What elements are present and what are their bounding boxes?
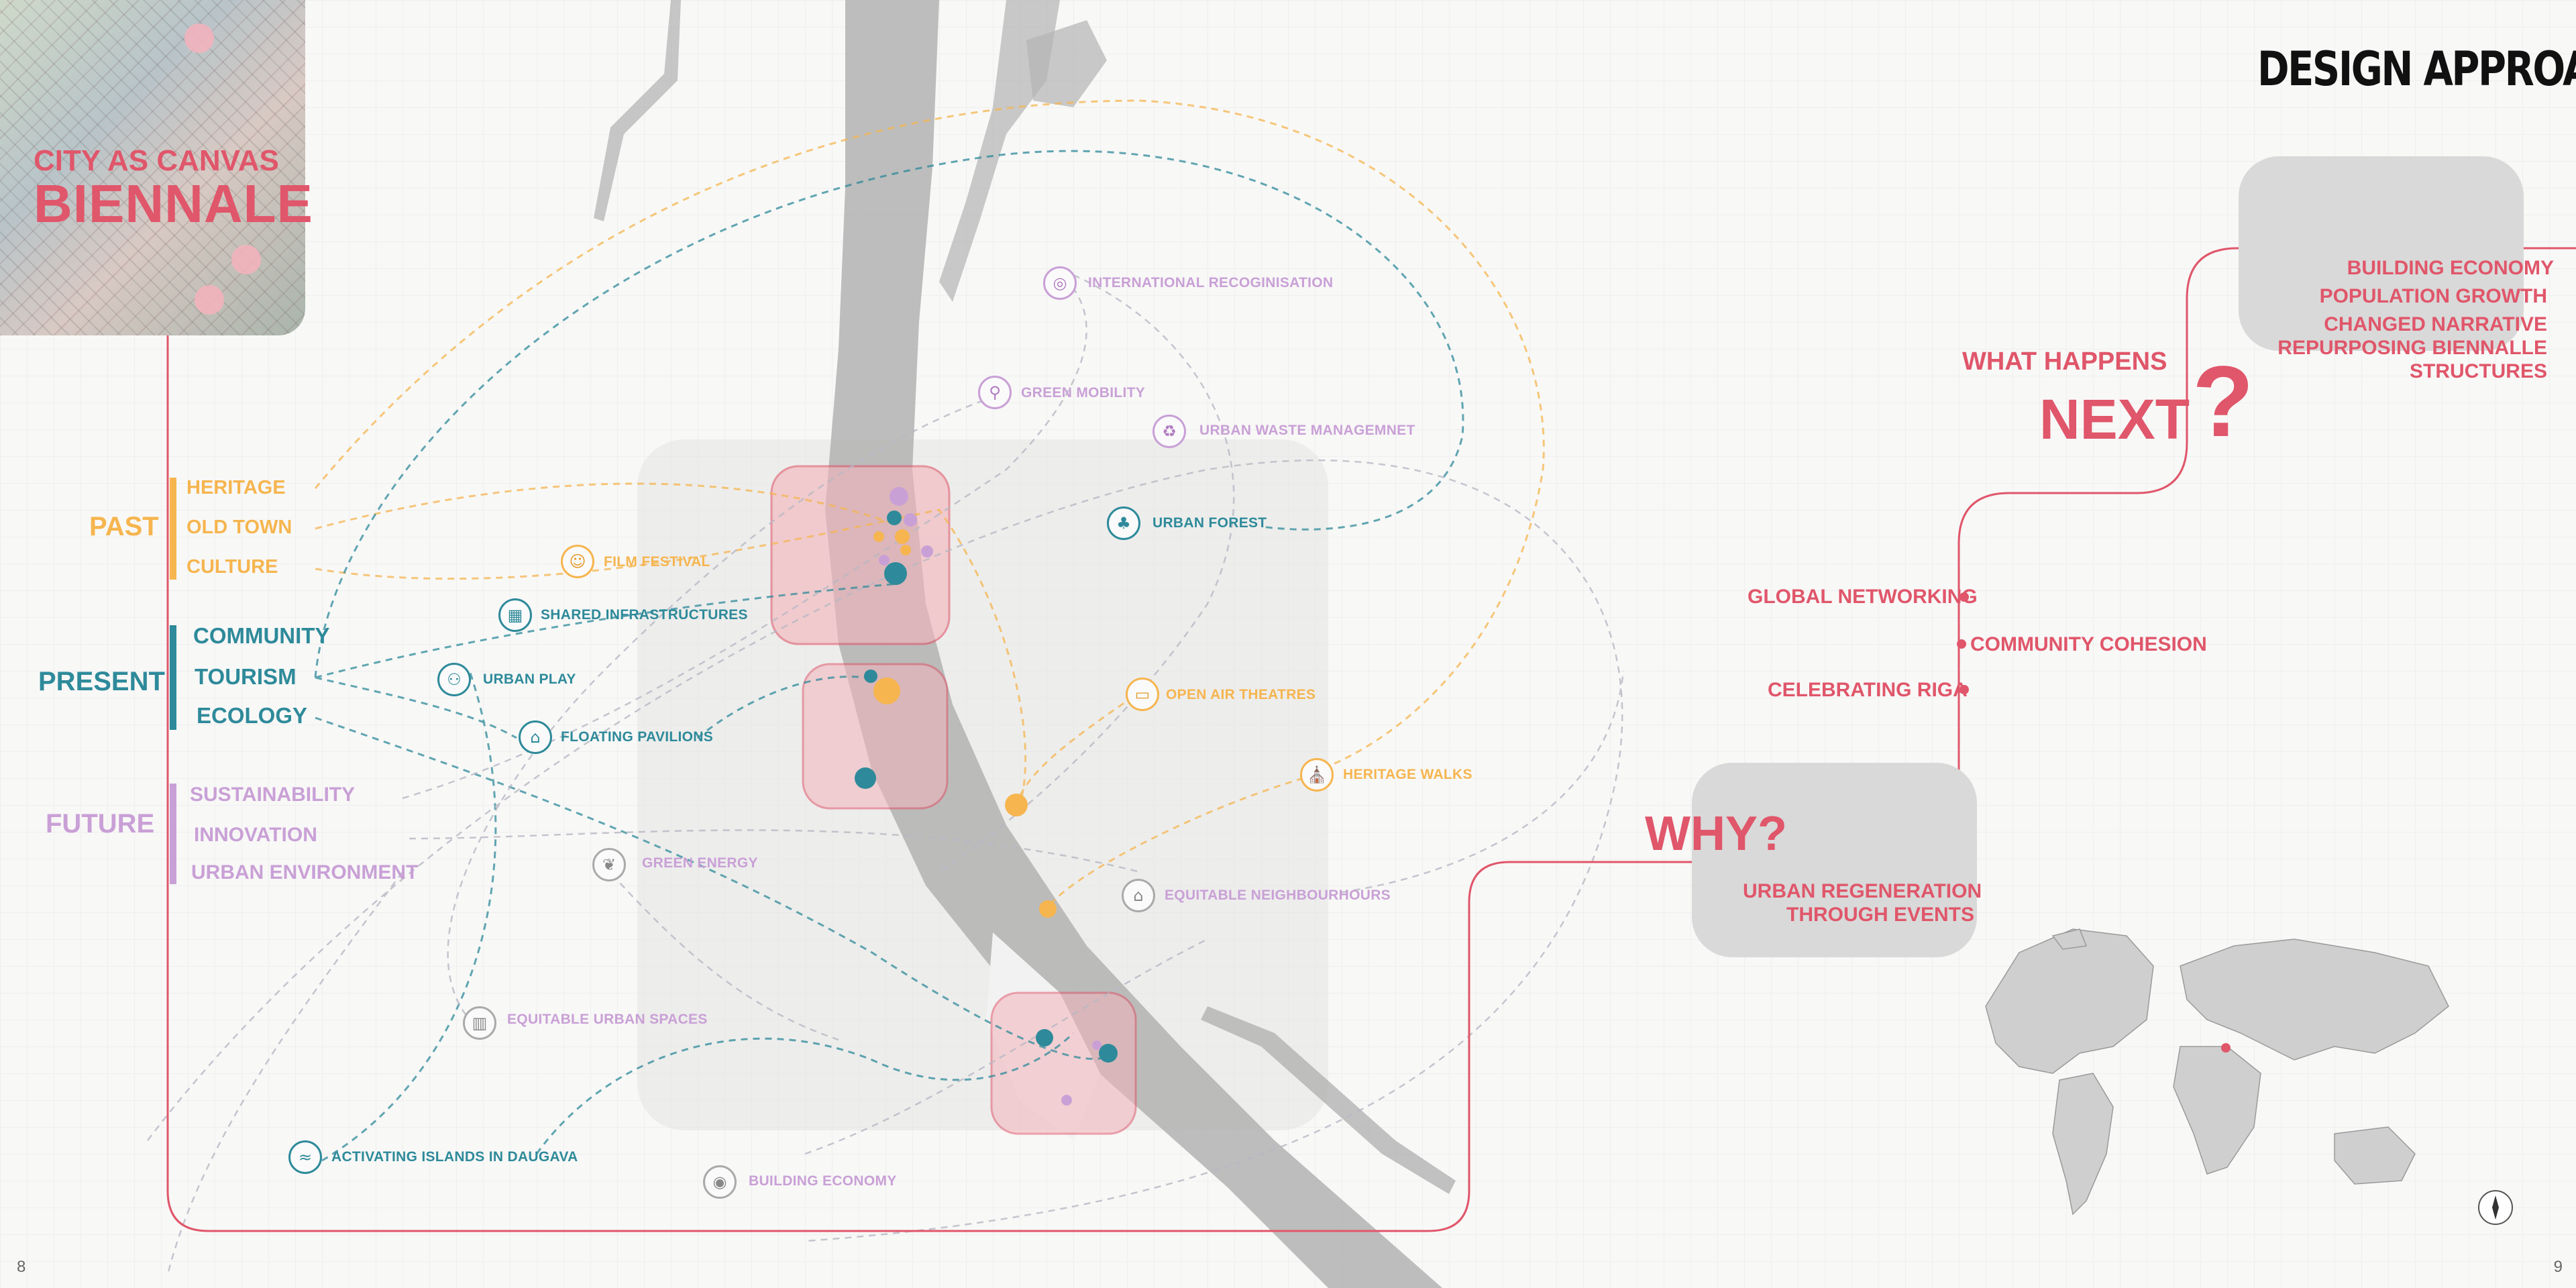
present-label: PRESENT [38, 667, 165, 696]
past-label: PAST [89, 512, 159, 541]
stage-icon: ▭ [1126, 678, 1159, 711]
next-big: NEXT [2039, 388, 2190, 451]
riga-marker [2221, 1043, 2231, 1053]
river-lake-ne [1026, 20, 1107, 107]
river-branch-north [939, 0, 1060, 302]
node-heritage-walks: HERITAGE WALKS [1343, 767, 1472, 782]
why-label: WHY? [1645, 807, 1787, 861]
island-icon: ≈ [288, 1140, 322, 1174]
biennale-collage-image [0, 0, 305, 335]
focus-area-1 [770, 465, 951, 645]
world-map [1985, 928, 2449, 1216]
past-item-heritage: HERITAGE [186, 477, 286, 498]
past-item-old-town: OLD TOWN [186, 517, 292, 538]
why-answer-line2: THROUGH EVENTS [1786, 904, 1975, 926]
next-box [2239, 156, 2524, 351]
people-icon: ⚇ [437, 663, 471, 696]
past-connections [314, 99, 1545, 910]
focus-area-2 [802, 663, 949, 810]
page-number-right: 9 [2553, 1258, 2563, 1276]
node-equitable-urban-spaces: EQUITABLE URBAN SPACES [507, 1012, 708, 1027]
pavilion-icon: ⌂ [519, 720, 552, 754]
next-question: WHAT HAPPENS [1962, 347, 2167, 376]
next-mark: ? [2192, 345, 2254, 458]
next-outcome-changed-narrative: CHANGED NARRATIVE [2324, 313, 2547, 335]
next-outcome-structures: STRUCTURES [2409, 360, 2547, 382]
why-answer-line1: URBAN REGENERATION [1743, 880, 1982, 902]
future-item-urban-environment: URBAN ENVIRONMENT [191, 861, 419, 883]
future-bar [170, 784, 176, 884]
node-equitable-neighbourhoods: EQUITABLE NEIGHBOURHOURS [1165, 888, 1391, 903]
why-point-global-networking: GLOBAL NETWORKING [1748, 586, 1978, 608]
globe-icon: ◎ [1043, 266, 1077, 300]
next-outcome-population-growth: POPULATION GROWTH [2319, 285, 2547, 307]
why-point-celebrating-riga: CELEBRATING RIGA [1768, 679, 1968, 701]
tree-icon: ♣ [1107, 506, 1140, 540]
node-film-festival: FILM FESTIVAL [604, 554, 710, 570]
why-box [1692, 763, 1977, 957]
node-international-recognition: INTERNATIONAL RECOGINISATION [1088, 275, 1334, 290]
node-building-economy: BUILDING ECONOMY [749, 1173, 897, 1189]
present-connections [314, 150, 1464, 1162]
present-item-ecology: ECOLOGY [197, 703, 308, 728]
node-urban-waste: URBAN WASTE MANAGEMNET [1199, 423, 1415, 438]
bicycle-icon: ⚲ [978, 376, 1012, 409]
title-line1: CITY AS CANVAS [34, 144, 279, 177]
building-icon: ▦ [498, 598, 532, 632]
coin-icon: ◉ [703, 1165, 737, 1199]
past-bar [170, 478, 176, 580]
node-shared-infrastructures: SHARED INFRASTRUCTURES [541, 607, 748, 623]
future-item-sustainability: SUSTAINABILITY [190, 784, 356, 806]
past-item-culture: CULTURE [186, 556, 278, 578]
next-outcome-building-economy: BUILDING ECONOMY [2347, 257, 2554, 279]
why-point-community-cohesion: COMMUNITY COHESION [1970, 633, 2207, 655]
node-open-air-theatres: OPEN AIR THEATRES [1166, 687, 1316, 702]
node-activating-islands: ACTIVATING ISLANDS IN DAUGAVA [331, 1149, 578, 1165]
node-floating-pavilions: FLOATING PAVILIONS [561, 729, 714, 745]
page-number-left: 8 [17, 1258, 26, 1276]
river-tributary-west [594, 0, 681, 221]
node-green-mobility: GREEN MOBILITY [1021, 385, 1146, 400]
cathedral-icon: ⛪ [1300, 758, 1334, 792]
present-item-tourism: TOURISM [195, 664, 297, 689]
city-icon: ▥ [463, 1006, 496, 1040]
river-channel-east [1201, 1006, 1456, 1194]
present-bar [170, 625, 176, 730]
houses-icon: ⌂ [1122, 879, 1155, 912]
future-item-innovation: INNOVATION [194, 824, 317, 846]
theatre-masks-icon: ☺ [561, 545, 594, 578]
node-urban-play: URBAN PLAY [483, 672, 576, 687]
recycle-icon: ♻ [1152, 415, 1186, 448]
present-item-community: COMMUNITY [193, 623, 330, 648]
title-line2: BIENNALE [34, 174, 313, 233]
future-connections [147, 274, 1625, 1275]
next-outcome-repurposing: REPURPOSING BIENNALLE [2277, 337, 2547, 359]
event-dots [855, 487, 1118, 1106]
design-approach-heading: DESIGN APPROACH [2257, 42, 2576, 97]
node-green-energy: GREEN ENERGY [642, 855, 758, 871]
leaf-icon: ❦ [592, 848, 626, 881]
node-urban-forest: URBAN FOREST [1152, 515, 1267, 531]
focus-area-3 [990, 991, 1137, 1135]
future-label: FUTURE [46, 809, 155, 839]
